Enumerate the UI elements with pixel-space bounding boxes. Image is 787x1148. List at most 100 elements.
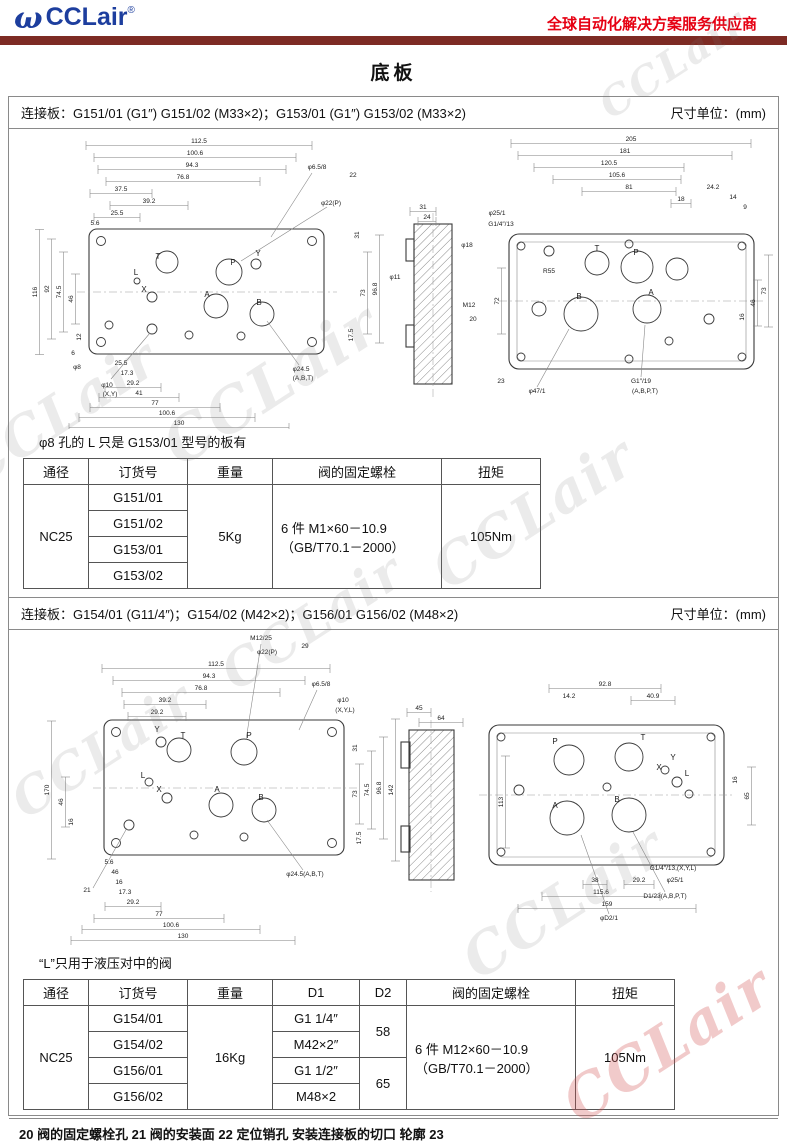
bolt-spec-line2: （GB/T70.1－2000） [281,539,405,555]
dim-label: L [685,769,690,778]
dim-label: G1″/19 [631,378,651,385]
dim-label: 77 [151,400,159,407]
dim-label: φ18 [461,242,473,249]
dim-label: 6 [71,350,75,357]
dim-label: 96.8 [376,781,383,794]
company-logo: ω CCLair ® [14,3,135,34]
dim-label: P [230,258,235,267]
dim-label: 14.2 [563,693,576,700]
dim-label: 65 [744,792,751,800]
table2-header-d2: D2 [359,979,407,1006]
dim-label: 25.5 [115,360,128,367]
dim-label: P [552,737,557,746]
dim-label: L [134,268,139,277]
table-row: G153/02 [24,562,541,589]
dim-label: 12 [76,333,83,341]
dim-label: 40.9 [647,693,660,700]
dim-label: φ22(P) [257,649,277,656]
dim-label: G1/4″/13,(X,Y,L) [650,865,697,872]
dim-label: 159 [602,901,613,908]
dim-label: 113 [498,796,505,807]
dim-label: 112.5 [191,138,207,145]
dim-label: 16 [115,879,123,886]
dim-label: B [576,292,581,301]
plate2-section-view [400,720,455,892]
dim-label: 130 [178,933,189,940]
spec-table-2: 通径 订货号 重量 D1 D2 阀的固定螺栓 扭矩 NC25 G154/01 1… [23,979,675,1110]
dim-label: T [181,731,186,740]
table1-order-cell: G151/02 [88,510,188,537]
dim-label: T [595,244,600,253]
table-row: NC25 G154/01 16Kg G1 1/4″ 58 6 件 M12×60－… [23,1005,675,1110]
table1-torque-cell: 105Nm [441,484,541,589]
company-tagline: 全球自动化解决方案服务供应商 [546,16,757,33]
dim-label: 112.5 [208,661,224,668]
table1-order-cell: G153/02 [88,562,188,589]
table2-header-torque: 扭矩 [575,979,675,1006]
dim-label: 21 [83,887,91,894]
table-row: G151/02 [24,510,541,537]
dim-label: P [633,248,638,257]
dim-label: 18 [677,196,685,203]
dim-label: B [614,795,619,804]
dim-label: 17.5 [356,831,363,844]
dim-label: 5.6 [104,859,113,866]
page-title: 底板 [370,63,417,84]
bolt-spec-line2: （GB/T70.1－2000） [415,1060,539,1076]
dim-label: Y [255,249,261,258]
dim-label: A [552,801,558,810]
table2-d1-cell: M48×2 [272,1083,360,1110]
header-divider-bar [0,36,787,45]
dim-label: 105.6 [609,172,626,179]
table-row: NC25 G151/01 5Kg 6 件 M1×60－10.9 （GB/T70.… [23,484,541,589]
dim-label: (A,B,P,T) [632,388,658,395]
dim-label: 73 [761,287,768,295]
dim-label: 92 [44,285,51,293]
dim-label: 31 [419,204,427,211]
dim-label: 46 [750,299,757,307]
dim-label: 73 [360,289,367,297]
table2-header-bolt: 阀的固定螺栓 [406,979,576,1006]
dim-label: 20 [469,316,477,323]
table1-bolt-cell: 6 件 M1×60－10.9 （GB/T70.1－2000） [272,484,442,589]
dim-label: 5.6 [90,220,99,227]
table1-weight-cell: 5Kg [187,484,273,589]
table2-bolt-cell: 6 件 M12×60－10.9 （GB/T70.1－2000） [406,1005,576,1110]
plate1-section-view [405,213,453,397]
dim-label: 77 [155,911,163,918]
spec-table-1: 通径 订货号 重量 阀的固定螺栓 扭矩 NC25 G151/01 5Kg 6 件… [23,458,541,589]
table2-order-cell: G154/02 [88,1031,188,1058]
dim-label: 74.5 [364,783,371,796]
dim-label: T [156,252,161,261]
content-box: 连接板：G151/01 (G1″) G151/02 (M33×2)；G153/0… [8,96,779,1142]
section2-models: 连接板：G154/01 (G11/4″)；G154/02 (M42×2)；G15… [21,607,459,622]
dim-label: 170 [44,784,51,795]
dim-label: φ25/1 [667,877,684,884]
dim-label: X [156,785,162,794]
dim-label: B [258,793,263,802]
dim-label: 72 [494,297,501,305]
table2-d1-cell: M42×2″ [272,1031,360,1058]
table2-torque-cell: 105Nm [575,1005,675,1110]
dim-label: T [641,733,646,742]
dim-label: 73 [352,790,359,798]
dim-label: 142 [388,784,395,795]
dim-label: φ22(P) [321,200,341,207]
dim-label: 46 [111,869,119,876]
table2-d1-cell: G1 1/2″ [272,1057,360,1084]
plate1-top-view [77,172,337,380]
dim-label: 94.3 [186,162,199,169]
dim-label: 9 [743,204,747,211]
dim-label: φ6.5/8 [312,681,331,688]
dim-label: 16 [732,776,739,784]
dim-label: 17.3 [119,889,132,896]
dim-label: M12 [463,302,476,309]
dim-label: 17.3 [121,370,134,377]
dim-label: 29.2 [151,709,164,716]
dim-label: 24 [423,214,431,221]
dim-label: φ6.5/8 [308,164,327,171]
section2-header: 连接板：G154/01 (G11/4″)；G154/02 (M42×2)；G15… [9,597,778,630]
table-row: G153/01 [24,536,541,563]
